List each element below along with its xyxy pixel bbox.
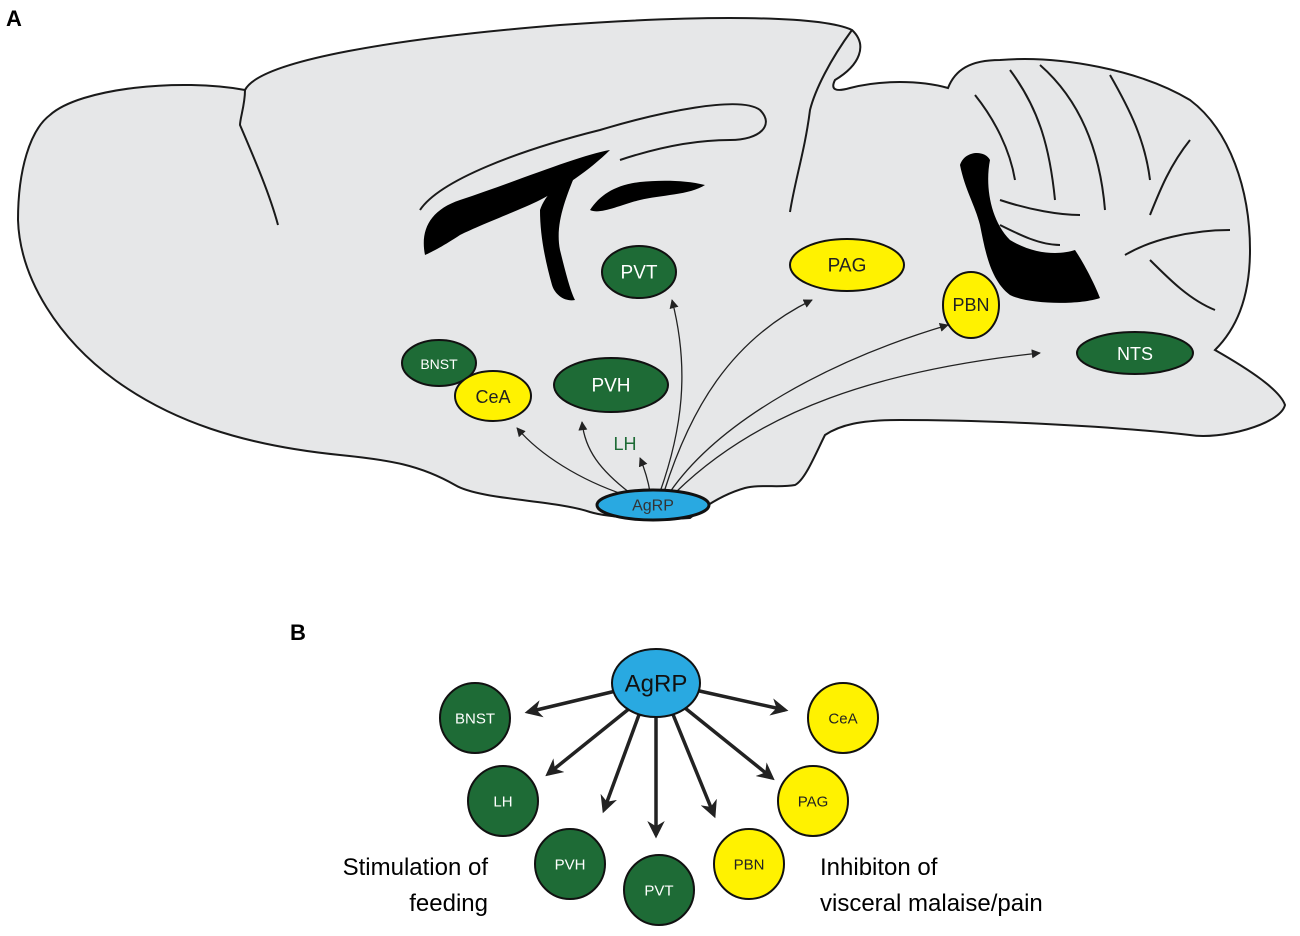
node-b-pbn: PBN [713, 828, 785, 900]
hippocampus-outline [419, 103, 767, 211]
caption-right-line2: visceral malaise/pain [820, 890, 1043, 917]
node-a-bnst: BNST [401, 339, 477, 387]
node-a-pvh-label: PVH [591, 376, 630, 397]
arrow-a-to-cea [516, 427, 626, 496]
arrow-a-to-pbn [669, 322, 949, 493]
arrow-a-to-pvt [659, 299, 683, 493]
caption-right-line1: Inhibiton of [820, 854, 938, 881]
panel-b-arrows [524, 688, 789, 839]
node-b-pvh: PVH [534, 828, 606, 900]
node-b-pvt-label: PVT [644, 883, 673, 900]
node-a-cea-label: CeA [475, 387, 510, 407]
fourth-ventricle [960, 153, 1100, 303]
caption-left-line2: feeding [409, 890, 488, 917]
node-b-cea-label: CeA [828, 711, 857, 728]
node-b-pag: PAG [777, 765, 849, 837]
panel-a-label: A [6, 6, 22, 31]
arrow-b-to-pvh [600, 711, 642, 814]
node-b-pag-label: PAG [798, 794, 829, 811]
node-a-pag: PAG [789, 238, 905, 292]
node-b-agrp-label: AgRP [625, 671, 688, 698]
arrow-b-to-lh [545, 706, 632, 777]
lateral-ventricle [423, 150, 610, 255]
panel-a-arrows [516, 299, 1041, 496]
arrow-b-to-pag [683, 706, 775, 781]
node-b-pvt: PVT [623, 854, 695, 926]
lh-label-a: LH [613, 434, 636, 454]
node-a-nts-label: NTS [1117, 344, 1153, 364]
arrow-b-to-pbn [670, 711, 717, 819]
cerebellum-folds [974, 64, 1231, 311]
panel-b-label: B [290, 620, 306, 645]
node-b-lh: LH [467, 765, 539, 837]
node-b-cea: CeA [807, 682, 879, 754]
caption-left-line1: Stimulation of [343, 854, 489, 881]
node-a-pvt-label: PVT [621, 263, 658, 284]
node-a-pvh: PVH [553, 357, 669, 413]
node-a-bnst-label: BNST [420, 356, 458, 372]
node-b-bnst-label: BNST [455, 711, 495, 728]
node-a-pbn-label: PBN [952, 295, 989, 315]
arrow-b-to-bnst [524, 688, 621, 718]
third-ventricle [540, 175, 575, 301]
dorsal-third-ventricle [590, 180, 705, 212]
node-a-pbn: PBN [942, 271, 1000, 339]
arrow-a-to-pvh [578, 421, 631, 494]
brain-sulcus-1 [238, 89, 279, 226]
node-b-pvh-label: PVH [555, 857, 586, 874]
node-a-agrp: AgRP [595, 488, 711, 522]
node-a-pvt: PVT [601, 245, 677, 299]
node-a-cea: CeA [454, 370, 532, 422]
arrow-a-to-nts [675, 349, 1041, 493]
node-b-agrp: AgRP [611, 648, 701, 718]
arrow-a-to-pag [663, 299, 813, 493]
node-b-pbn-label: PBN [734, 857, 765, 874]
node-a-pag-label: PAG [828, 256, 867, 277]
node-b-bnst: BNST [439, 682, 511, 754]
brain-sulcus-2 [789, 29, 853, 213]
node-b-lh-label: LH [493, 794, 512, 811]
node-a-agrp-label: AgRP [632, 498, 674, 515]
arrow-b-to-cea [694, 688, 789, 716]
node-a-nts: NTS [1076, 331, 1194, 375]
